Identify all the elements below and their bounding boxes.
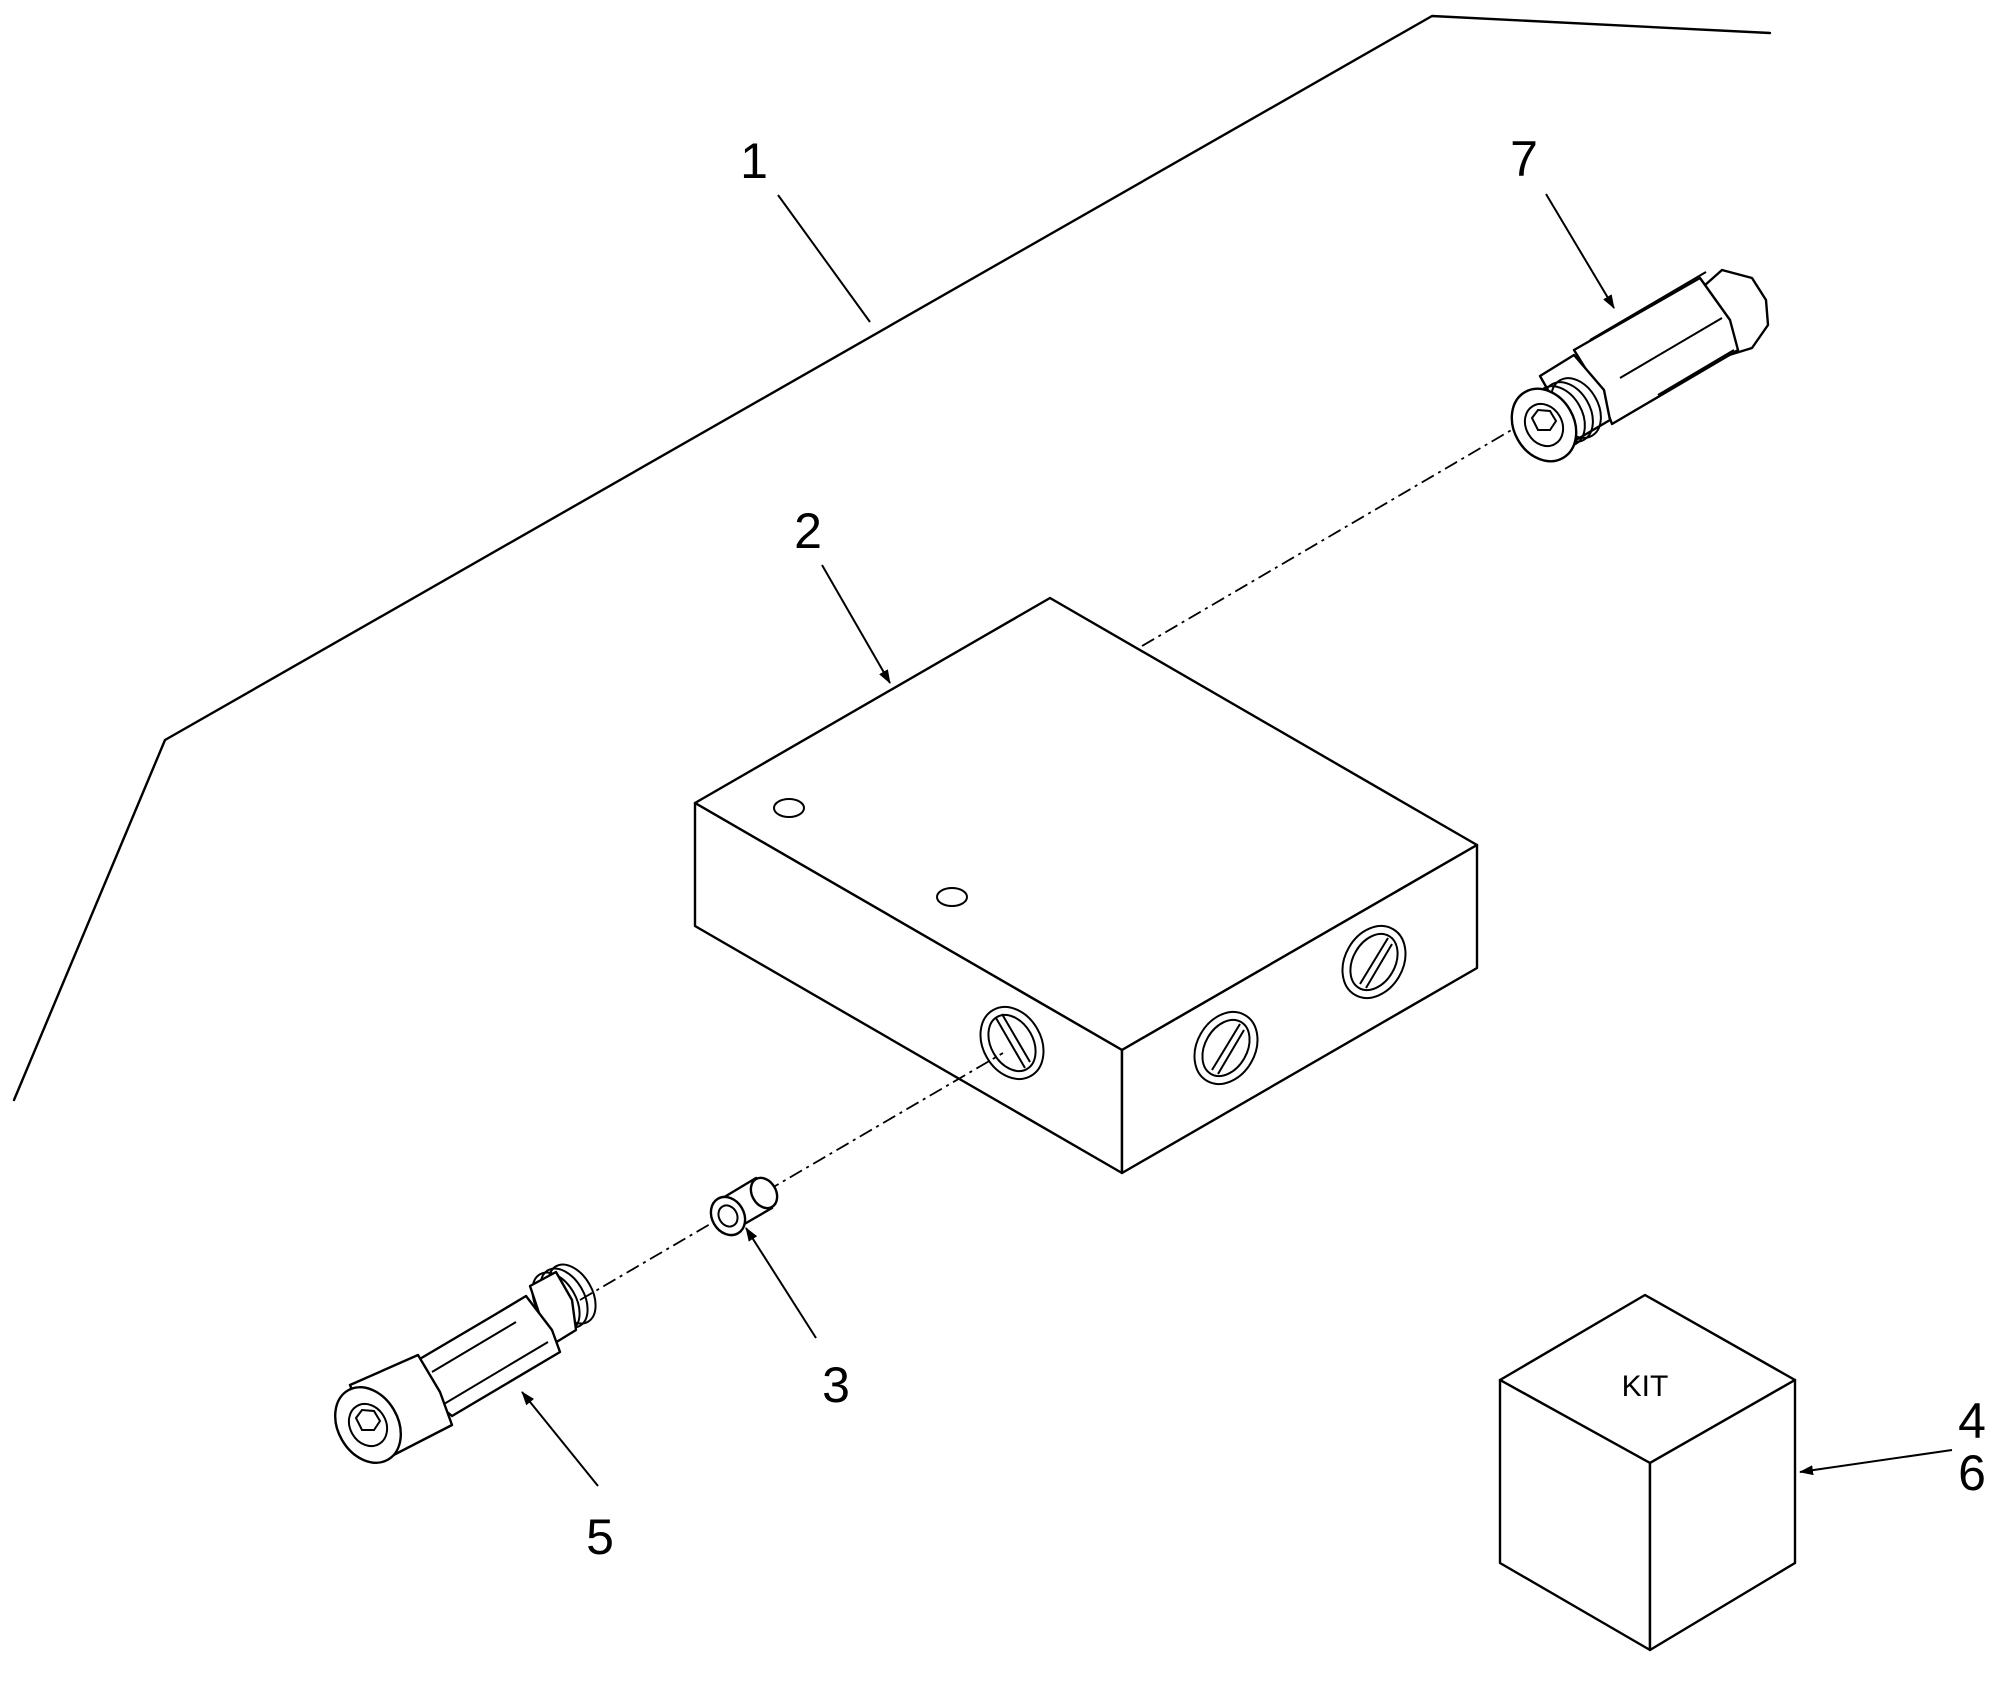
leader-4-6 [1799,1449,1953,1476]
kit-label: KIT [1622,1370,1669,1403]
leader-2 [821,564,891,684]
fitting-7 [1510,268,1770,463]
callout-7: 7 [1510,131,1538,187]
manifold-block [693,596,1479,1175]
leader-5 [521,1391,599,1487]
centerline-lower [579,1052,1004,1301]
centerline-upper [1141,417,1533,647]
leader-3 [745,1227,817,1339]
leader-1 [777,194,871,323]
hex-socket-icon [354,1408,382,1431]
callout-6: 6 [1958,1445,1986,1501]
callout-3: 3 [822,1357,850,1413]
callout-1: 1 [740,133,768,189]
callout-5: 5 [586,1509,614,1565]
port-side-2 [1341,925,1407,999]
sleeve-3 [709,1176,779,1237]
leader-7 [1545,193,1615,309]
hex-socket-icon [1530,408,1558,431]
top-hole-1 [773,798,805,818]
top-hole-2 [936,887,968,907]
mounting-panel [12,14,1772,1102]
port-side-1 [1193,1011,1259,1085]
callout-2: 2 [794,503,822,559]
callout-4: 4 [1958,1393,1986,1449]
kit-box: KIT [1498,1293,1797,1652]
fitting-5 [334,1263,597,1464]
port-front [979,1006,1045,1080]
